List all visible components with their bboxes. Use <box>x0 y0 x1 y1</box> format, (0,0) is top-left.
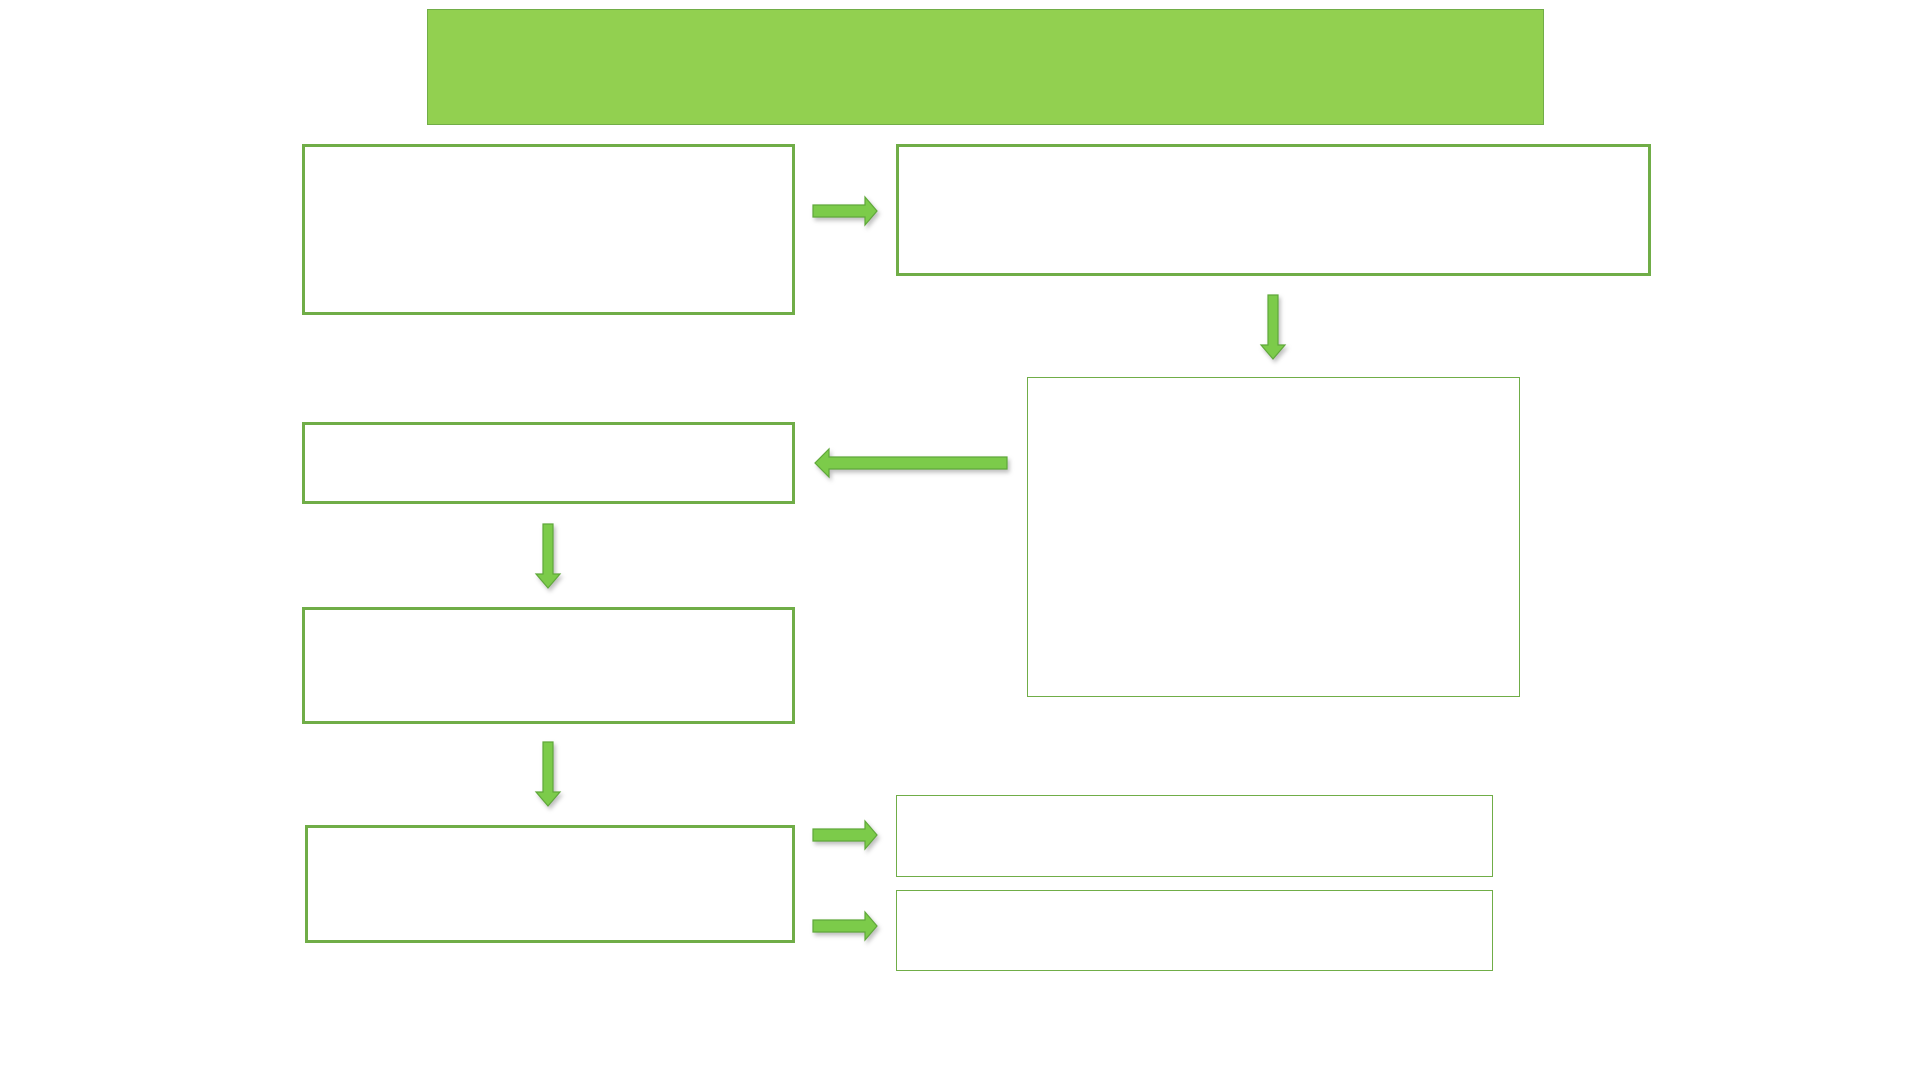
flow-box-2 <box>896 144 1651 276</box>
flow-box-7 <box>896 795 1493 877</box>
flow-box-3 <box>1027 377 1520 697</box>
arrow-down-icon <box>534 741 562 807</box>
arrow-right-icon <box>812 910 878 942</box>
arrow-down-icon <box>1259 294 1287 360</box>
arrow-left-icon <box>814 447 1008 479</box>
arrow-down-icon <box>534 523 562 589</box>
arrow-right-icon <box>812 195 878 227</box>
flow-box-1 <box>302 144 795 315</box>
arrow-right-icon <box>812 819 878 851</box>
flow-box-4 <box>302 422 795 504</box>
flow-box-8 <box>896 890 1493 971</box>
flow-box-6 <box>305 825 795 943</box>
title-banner <box>427 9 1544 125</box>
flow-box-5 <box>302 607 795 724</box>
